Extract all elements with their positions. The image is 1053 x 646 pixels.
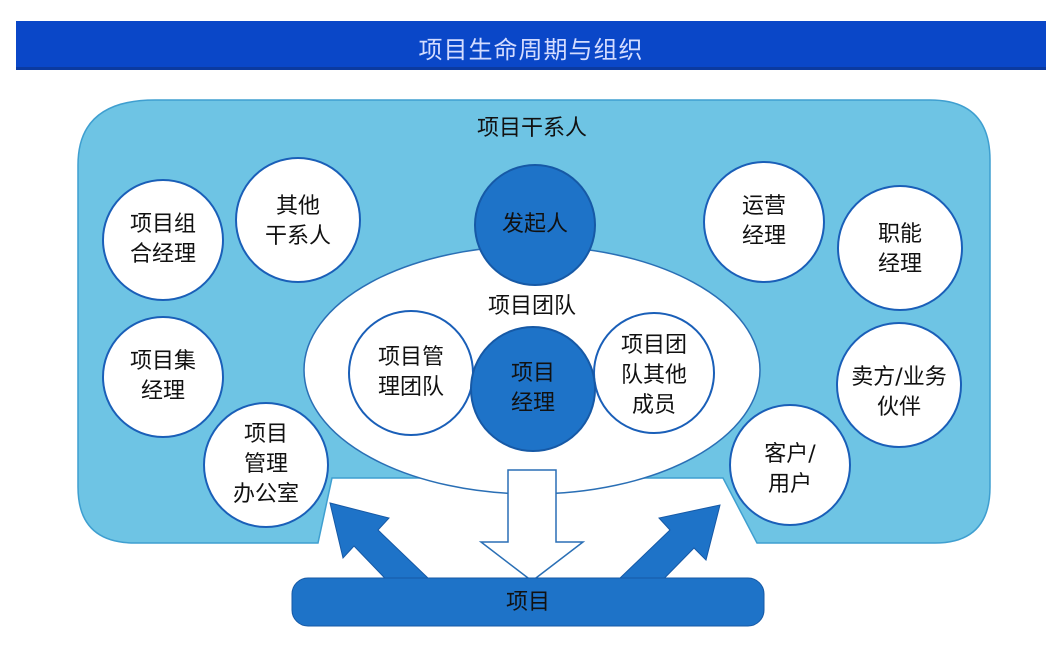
pmo-circle	[203, 402, 329, 528]
label-line: 项目	[243, 422, 289, 447]
label-line: 经理	[510, 391, 556, 416]
label-line: 办公室	[232, 482, 300, 507]
label-line: 合经理	[129, 242, 197, 267]
label-line: 其他	[275, 194, 321, 219]
label-line: 经理	[741, 224, 787, 249]
functional-manager-label: 职能 经理	[878, 220, 922, 280]
pm-team-label: 项目管 理团队	[378, 343, 444, 403]
other-members-label: 项目团 队其他 成员	[621, 331, 687, 421]
project-label: 项目	[505, 590, 551, 615]
sellers-circle	[836, 322, 962, 448]
label-line: 客户/	[764, 442, 816, 467]
sponsor-label-line: 发起人	[501, 212, 569, 237]
label-line: 运营	[741, 194, 787, 219]
label-line: 项目集	[129, 349, 197, 374]
sponsor-label: 发起人	[502, 210, 568, 240]
ops-manager-circle	[703, 161, 825, 283]
program-manager-label: 项目集 经理	[130, 347, 196, 407]
diagram-title: 项目生命周期与组织	[418, 36, 644, 64]
label-line: 项目组	[129, 212, 197, 237]
project-manager-circle	[470, 326, 596, 452]
sponsor-circle	[474, 164, 596, 286]
label-line: 用户	[767, 472, 813, 497]
project-manager-label: 项目 经理	[511, 359, 555, 419]
team-label: 项目团队	[487, 294, 577, 319]
other-stakeholders-label: 其他 干系人	[265, 192, 331, 252]
portfolio-manager-circle	[102, 179, 224, 301]
customers-label: 客户/ 用户	[764, 440, 815, 500]
other-stakeholders-circle	[235, 157, 361, 283]
other-members-circle	[593, 312, 715, 434]
label-line: 干系人	[264, 224, 332, 249]
label-line: 项目管	[377, 345, 445, 370]
functional-manager-circle	[837, 185, 963, 311]
project-bar	[291, 577, 765, 627]
portfolio-manager-label: 项目组 合经理	[130, 210, 196, 270]
program-manager-circle	[102, 316, 224, 438]
label-line: 伙伴	[876, 395, 922, 420]
pmo-label: 项目 管理 办公室	[233, 420, 299, 510]
ops-manager-label: 运营 经理	[742, 192, 786, 252]
down-arrow	[478, 469, 586, 582]
label-line: 经理	[140, 379, 186, 404]
customers-circle	[729, 404, 851, 526]
label-line: 项目	[510, 361, 556, 386]
label-line: 队其他	[620, 363, 688, 388]
label-line: 成员	[631, 393, 677, 418]
label-line: 经理	[877, 252, 923, 277]
label-line: 职能	[877, 222, 923, 247]
label-line: 理团队	[377, 375, 445, 400]
label-line: 卖方/业务	[851, 365, 947, 390]
title-banner: 项目生命周期与组织	[16, 21, 1046, 70]
sellers-label: 卖方/业务 伙伴	[851, 363, 946, 423]
stakeholders-label: 项目干系人	[476, 116, 588, 141]
label-line: 管理	[243, 452, 289, 477]
label-line: 项目团	[620, 333, 688, 358]
